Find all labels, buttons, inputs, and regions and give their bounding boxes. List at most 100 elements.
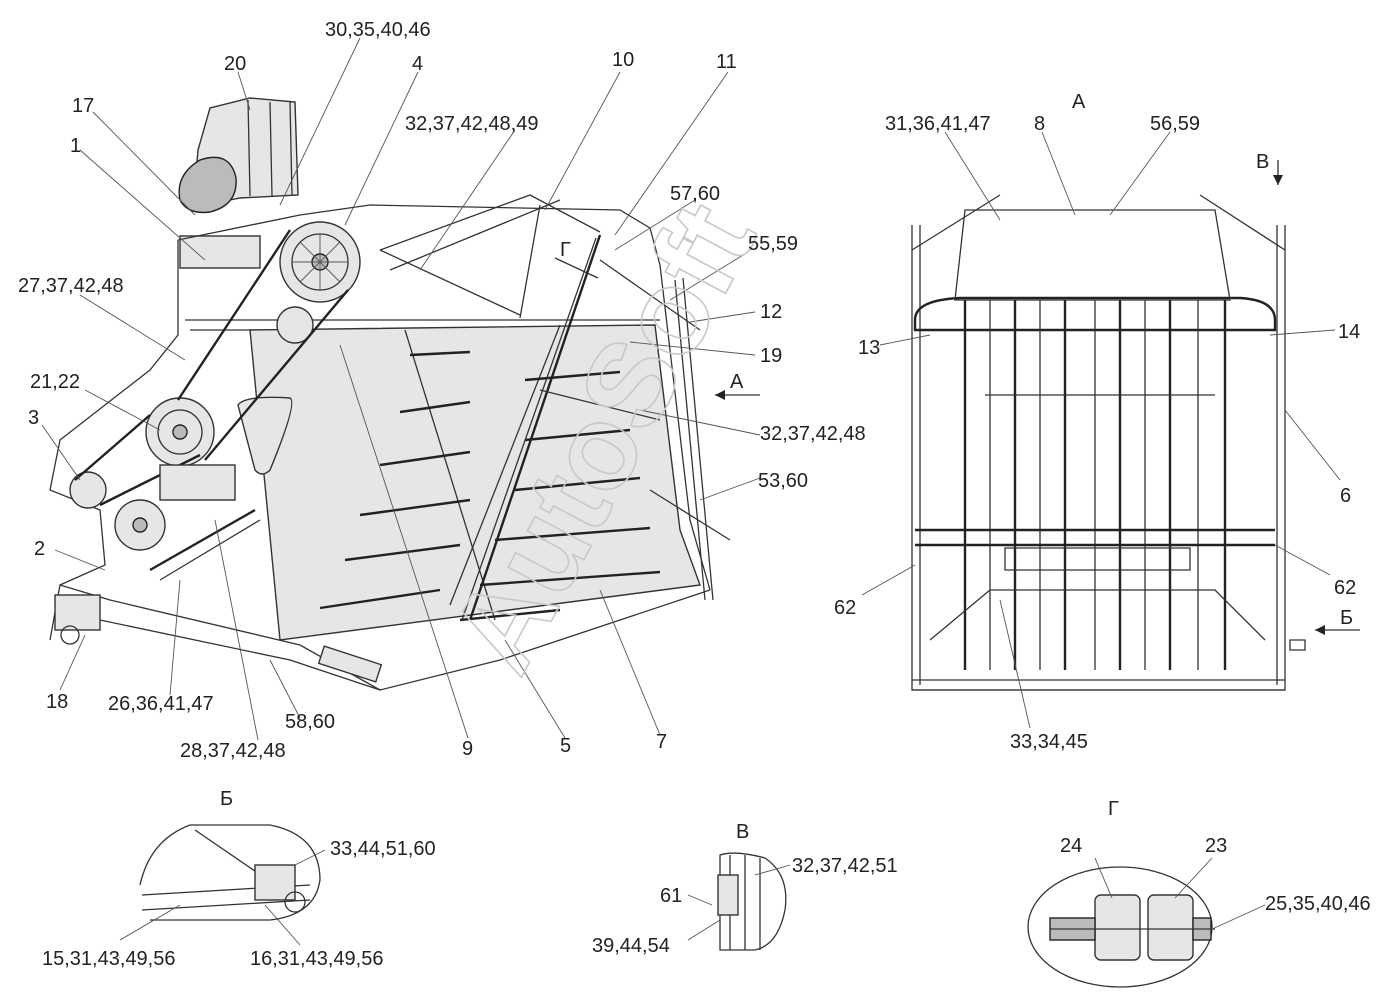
label-view-g-title: Г xyxy=(1108,798,1119,820)
label-39-44-54: 39,44,54 xyxy=(592,935,670,957)
arrow-g xyxy=(554,257,599,279)
label-27-37-42-48: 27,37,42,48 xyxy=(18,275,124,297)
frame-left xyxy=(49,240,179,641)
mechanism-top xyxy=(954,209,1231,301)
pickup-teeth xyxy=(1004,547,1191,571)
label-a-side: А xyxy=(730,371,744,393)
side-panel xyxy=(249,324,701,641)
label-11: 11 xyxy=(716,51,737,73)
label-view-a-title: А xyxy=(1072,91,1086,113)
label-3: 3 xyxy=(28,407,39,429)
top-brace xyxy=(379,194,601,251)
label-6: 6 xyxy=(1340,485,1351,507)
label-62-right: 62 xyxy=(1334,577,1356,599)
bottom-frame xyxy=(929,589,1266,641)
label-28-37-42-48: 28,37,42,48 xyxy=(180,740,286,762)
label-25-35-40-46: 25,35,40,46 xyxy=(1265,893,1371,915)
label-19: 19 xyxy=(760,345,782,367)
upper-chain xyxy=(176,229,349,461)
upper-plate xyxy=(179,235,261,269)
label-13: 13 xyxy=(858,337,880,359)
small-sprocket xyxy=(69,471,107,509)
lower-rail xyxy=(915,528,1275,547)
label-14: 14 xyxy=(1338,321,1360,343)
part-24 xyxy=(1094,894,1141,961)
label-31-36-41-47: 31,36,41,47 xyxy=(885,113,991,135)
frame-top xyxy=(177,204,711,591)
labels: 30,35,40,46 20 4 10 11 17 1 32,37,42,48,… xyxy=(18,19,1371,970)
lower-frame-2 xyxy=(99,619,381,691)
vertical-link xyxy=(519,204,541,319)
arm-12 xyxy=(599,259,701,331)
view-g-outline xyxy=(1027,866,1213,988)
view-b xyxy=(119,824,326,946)
label-24: 24 xyxy=(1060,835,1082,857)
cylinder-28b xyxy=(159,519,261,581)
label-33-34-45: 33,34,45 xyxy=(1010,731,1088,753)
label-10: 10 xyxy=(612,49,634,71)
label-26-36-41-47: 26,36,41,47 xyxy=(108,693,214,715)
label-2: 2 xyxy=(34,538,45,560)
label-23: 23 xyxy=(1205,835,1227,857)
top-brace-2 xyxy=(389,199,561,271)
label-57-60: 57,60 xyxy=(670,183,720,205)
panel-divider-1 xyxy=(404,329,496,621)
panel-divider-2 xyxy=(449,324,561,606)
tension-pulley xyxy=(276,306,314,344)
label-b-arrow: Б xyxy=(1340,607,1353,629)
label-53-60: 53,60 xyxy=(758,470,808,492)
label-1: 1 xyxy=(70,135,81,157)
label-32-37-42-48-b: 32,37,42,48 xyxy=(760,423,866,445)
label-5: 5 xyxy=(560,735,571,757)
label-8: 8 xyxy=(1034,113,1045,135)
label-view-v-title: В xyxy=(736,821,749,843)
lower-chain xyxy=(74,414,201,507)
label-58-60: 58,60 xyxy=(285,711,335,733)
cage-bars xyxy=(963,300,1227,670)
label-32-37-42-48-49: 32,37,42,48,49 xyxy=(405,113,538,135)
part-23 xyxy=(1147,894,1194,961)
cross-brace xyxy=(379,249,521,316)
side-view xyxy=(41,37,761,741)
label-33-44-51-60: 33,44,51,60 xyxy=(330,838,436,860)
view-g xyxy=(1027,857,1266,988)
arm-bottom xyxy=(649,489,731,541)
cylinder-28 xyxy=(149,508,256,572)
label-18: 18 xyxy=(46,691,68,713)
brace-7 xyxy=(468,234,602,621)
hydraulic-cylinder xyxy=(317,645,383,683)
label-62-left: 62 xyxy=(834,597,856,619)
view-v xyxy=(687,852,791,951)
label-15-31-43-49-56: 15,31,43,49,56 xyxy=(42,948,175,970)
rear-rods xyxy=(674,277,714,601)
label-4: 4 xyxy=(412,53,423,75)
view-a xyxy=(861,131,1360,729)
view-v-outline xyxy=(719,852,787,951)
label-56-59: 56,59 xyxy=(1150,113,1200,135)
label-12: 12 xyxy=(760,301,782,323)
label-g-side: Г xyxy=(560,239,571,261)
label-7: 7 xyxy=(656,731,667,753)
cage-top xyxy=(913,296,1277,332)
brace-7b xyxy=(461,237,597,621)
label-20: 20 xyxy=(224,53,246,75)
label-61: 61 xyxy=(660,885,682,907)
label-55-59: 55,59 xyxy=(748,233,798,255)
label-30-35-40-46: 30,35,40,46 xyxy=(325,19,431,41)
panel-slots xyxy=(319,350,661,622)
label-21-22: 21,22 xyxy=(30,371,80,393)
label-v-arrow: В xyxy=(1256,151,1269,173)
label-9: 9 xyxy=(462,738,473,760)
hopper-duct xyxy=(178,156,237,214)
label-32-37-42-51: 32,37,42,51 xyxy=(792,855,898,877)
label-17: 17 xyxy=(72,95,94,117)
leader-lines xyxy=(41,37,761,741)
label-16-31-43-49-56: 16,31,43,49,56 xyxy=(250,948,383,970)
mount-plate xyxy=(159,464,236,501)
label-view-b-title: Б xyxy=(220,788,233,810)
view-v-part xyxy=(717,874,739,916)
arm-lower xyxy=(539,389,661,421)
hitch-bracket xyxy=(54,594,101,631)
